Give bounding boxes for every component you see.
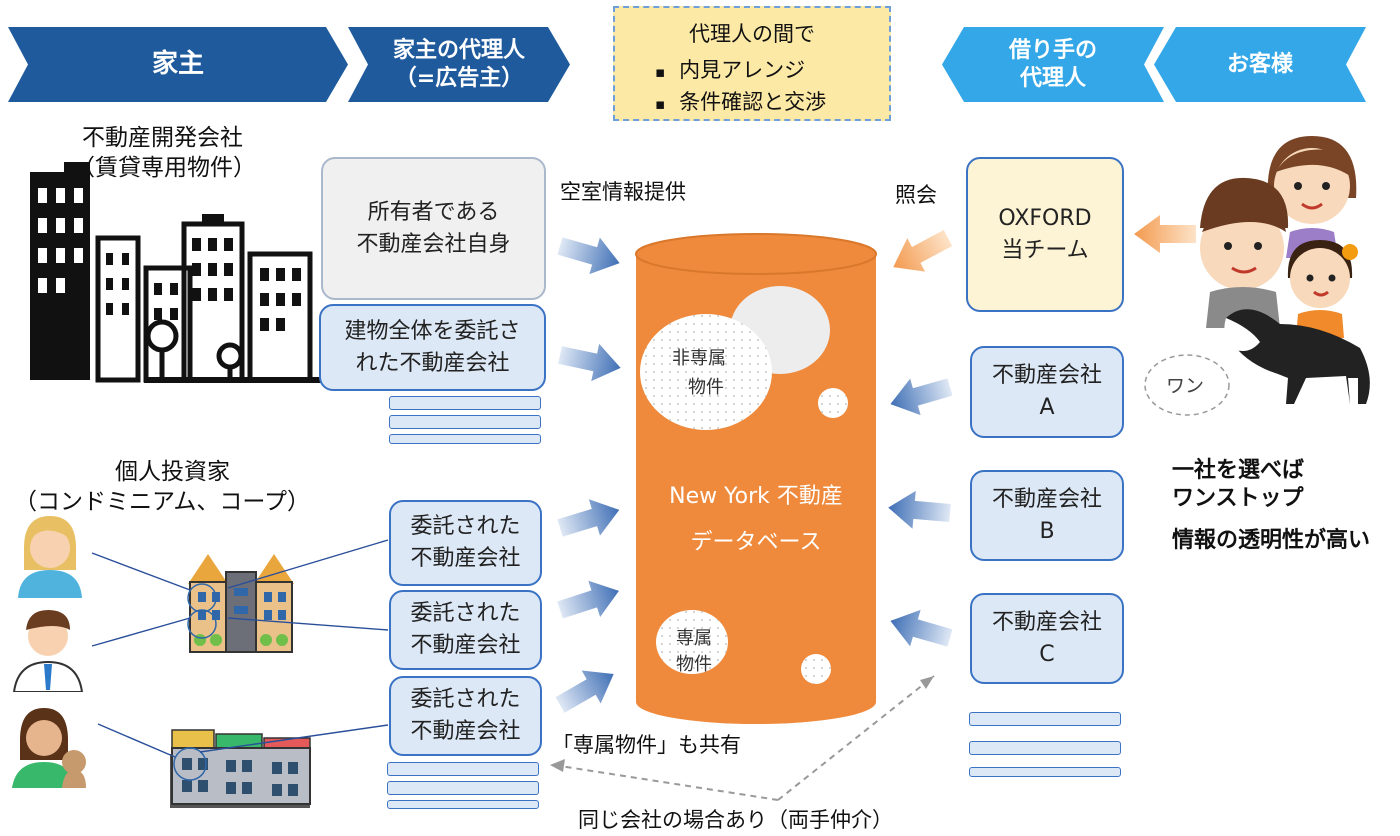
agent-note-item: 条件確認と交渉 <box>655 86 826 116</box>
dog-bark-text: ワン <box>1166 375 1205 397</box>
stacked-company-card <box>969 712 1121 726</box>
inquiry-label: 照会 <box>895 183 937 207</box>
agent-note-title: 代理人の間で <box>689 22 815 46</box>
database-subtitle: データベース <box>690 530 822 555</box>
developer-title: 不動産開発会社 <box>82 125 243 151</box>
investor-man-icon <box>12 610 84 692</box>
entrusted-company-box: 委託された 不動産会社 <box>389 500 542 586</box>
banner-landlord: 家主 <box>8 27 348 102</box>
speech-bubble <box>1144 354 1230 416</box>
investor-title: 個人投資家 <box>115 459 230 485</box>
developer-subtitle: （賃貸専用物件） <box>72 155 256 181</box>
owner-company-box: 所有者である 不動産会社自身 <box>321 157 546 300</box>
arrow-entrusted-to-db <box>550 657 624 722</box>
company-b-box: 不動産会社 B <box>970 470 1124 561</box>
exclusive-label-line2: 物件 <box>676 654 712 675</box>
stacked-company-card <box>389 415 541 429</box>
company-c-box: 不動産会社 C <box>970 593 1124 684</box>
whole-building-company-box: 建物全体を委託さ れた不動産会社 <box>319 304 546 391</box>
stacked-company-card <box>387 762 539 776</box>
stacked-company-card <box>389 396 541 410</box>
banner-tenant-agent-line2: 代理人 <box>1019 65 1086 91</box>
investor-subtitle: （コンドミニアム、コープ） <box>14 489 311 515</box>
buildings-icon <box>30 162 324 383</box>
investor-woman-icon <box>18 516 82 598</box>
exclusive-shared-label: 「専属物件」も共有 <box>552 733 741 757</box>
stacked-company-card <box>389 434 541 444</box>
stacked-company-card <box>969 767 1121 777</box>
agent-note-item: 内見アレンジ <box>655 54 805 84</box>
banner-landlord-label: 家主 <box>151 49 204 80</box>
banner-landlord-agent-line1: 家主の代理人 <box>392 38 525 63</box>
benefit-one-stop-line2: ワンストップ <box>1172 486 1304 511</box>
arrow-company-c-to-db <box>885 602 956 657</box>
banner-customer: お客様 <box>1154 27 1366 102</box>
rowhouse-building-icon <box>170 729 311 808</box>
exclusive-label-line1: 専属 <box>676 628 712 649</box>
arrow-customer-to-oxford <box>1134 215 1196 253</box>
oxford-team-box: OXFORD 当チーム <box>966 157 1124 312</box>
banner-customer-label: お客様 <box>1226 51 1293 77</box>
arrow-company-b-to-db <box>886 488 952 532</box>
arrow-owner-to-db <box>554 227 625 282</box>
non-exclusive-label-line2: 物件 <box>688 377 724 398</box>
database-title: New York 不動産 <box>669 484 843 509</box>
non-exclusive-label-line1: 非専属 <box>672 348 726 369</box>
arrow-oxford-to-db <box>884 221 957 284</box>
dual-agency-dashed-line <box>559 765 779 801</box>
database-cylinder <box>635 233 877 724</box>
benefit-one-stop-line1: 一社を選べば <box>1172 458 1305 483</box>
banner-tenant-agent: 借り手の 代理人 <box>942 27 1164 102</box>
stacked-company-card <box>387 781 539 795</box>
investor-woman-dog-icon <box>12 708 86 788</box>
company-a-box: 不動産会社 A <box>970 346 1124 438</box>
stacked-company-card <box>387 800 539 809</box>
entrusted-company-box: 委託された 不動産会社 <box>389 590 542 670</box>
arrow-entrusted-to-db <box>554 572 625 629</box>
banner-tenant-agent-line1: 借り手の <box>1008 38 1097 63</box>
customer-family-icon <box>1200 136 1370 404</box>
arrow-whole-building-to-db <box>556 336 625 387</box>
benefit-transparency: 情報の透明性が高い <box>1172 528 1371 553</box>
stacked-company-card <box>969 741 1121 755</box>
agent-note: 代理人の間で 内見アレンジ 条件確認と交渉 <box>613 6 891 121</box>
same-company-label: 同じ会社の場合あり（両手仲介） <box>578 808 893 832</box>
condo-building-icon <box>187 554 294 653</box>
entrusted-company-box: 委託された 不動産会社 <box>389 676 542 756</box>
banner-landlord-agent: 家主の代理人 （=広告主） <box>348 27 570 102</box>
vacancy-info-label: 空室情報提供 <box>560 180 686 204</box>
arrow-company-a-to-db <box>885 368 956 423</box>
banner-landlord-agent-line2: （=広告主） <box>394 65 524 91</box>
arrow-entrusted-to-db <box>554 491 625 547</box>
